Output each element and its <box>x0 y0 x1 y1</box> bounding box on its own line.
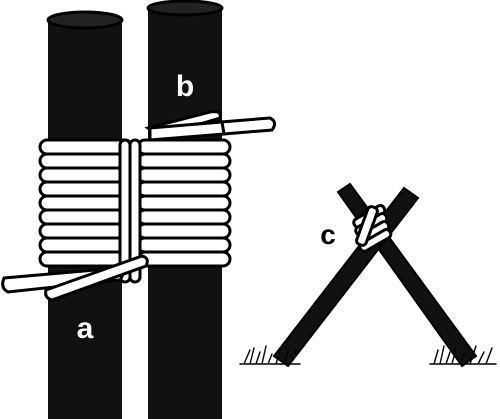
label-b: b <box>176 70 194 103</box>
stick-right <box>272 186 420 368</box>
grass-tuft-icon <box>429 345 497 365</box>
frapping-turns <box>118 138 142 284</box>
shear-lashing-wraps <box>352 204 393 253</box>
wraps-pole-a <box>38 138 134 268</box>
rope-lashing <box>1 110 277 302</box>
label-a: a <box>77 312 94 345</box>
label-c: c <box>320 219 336 250</box>
grass-tuft-icon <box>239 345 301 365</box>
shear-lashing-figure <box>272 182 478 368</box>
wraps-pole-b <box>136 138 232 268</box>
